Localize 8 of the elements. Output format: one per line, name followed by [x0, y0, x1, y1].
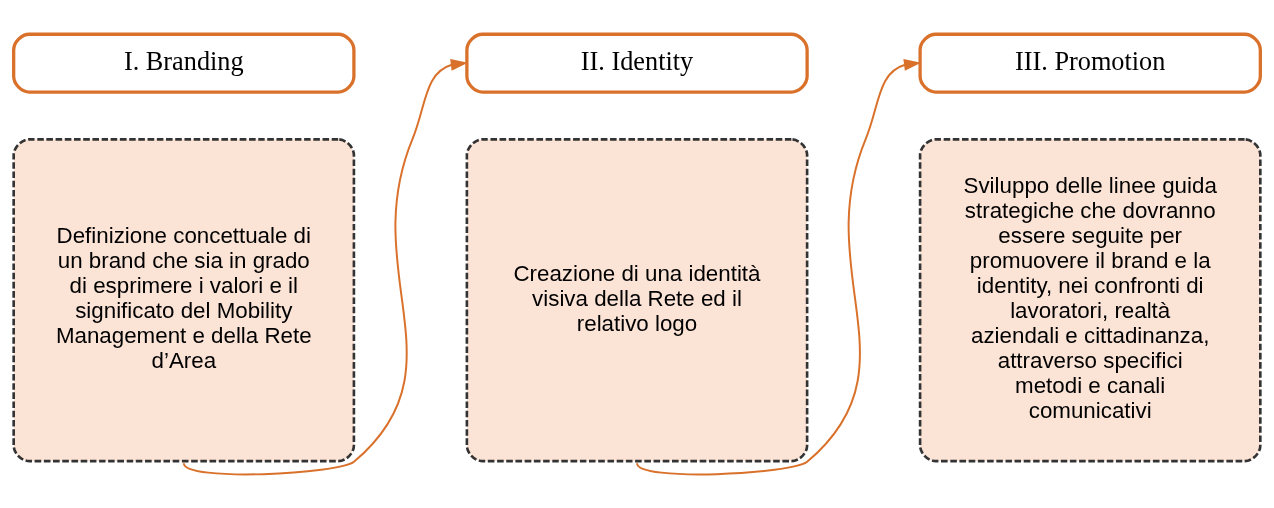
node-box: Creazione di una identità visiva della Rete ed il relativo logo — [465, 137, 809, 462]
node-box: II. Identity — [465, 32, 809, 94]
node-box: Sviluppo delle linee guida strategiche che dovranno essere seguite per promuovere il brand e la identity, nei confronti di lavoratori, realtà aziendali e cittadinanza, attraverso specifici metodi e canali comunicativi — [918, 137, 1262, 462]
node-box: Definizione concettuale di un brand che sia in grado di esprimere i valori e il significato del Mobility Management e della Rete d’Area — [12, 137, 356, 462]
arrow — [182, 58, 468, 475]
node-box: I. Branding — [12, 32, 356, 94]
arrow — [636, 58, 922, 475]
node-box: III. Promotion — [918, 32, 1262, 94]
